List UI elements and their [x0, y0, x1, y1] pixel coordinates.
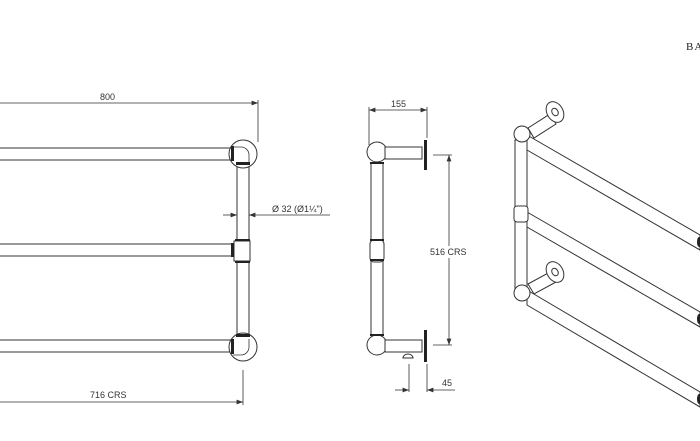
iso-bottom-rail: [526, 289, 700, 408]
front-view: 800 Ø 32 (Ø1¼") 716 CRS: [0, 92, 330, 405]
top-rail: [0, 147, 233, 161]
iso-top-elbow: [513, 125, 531, 143]
height-dimension: 516 CRS: [430, 247, 467, 257]
bottom-rail: [0, 339, 233, 353]
centres-dimension: 716 CRS: [90, 390, 127, 400]
side-view: 155 516 CRS 45: [366, 99, 472, 393]
iso-top-rail: [526, 134, 700, 251]
middle-rail: [0, 243, 233, 257]
diameter-dimension: Ø 32 (Ø1¼"): [272, 204, 323, 214]
bottom-wall-flange: [228, 332, 258, 362]
side-tee: [369, 239, 385, 263]
iso-bottom-elbow: [513, 284, 531, 302]
offset-dimension: 45: [442, 378, 452, 388]
depth-dimension: 155: [391, 99, 406, 109]
side-top-flange: [424, 140, 427, 170]
top-elbow: [233, 146, 250, 163]
side-bottom-elbow: [366, 334, 388, 356]
iso-tee: [513, 205, 529, 223]
width-dimension: 800: [100, 92, 115, 102]
isometric-view: [513, 101, 700, 408]
brand-logo-text: BA: [686, 41, 700, 53]
side-bottom-arm: [384, 339, 423, 353]
side-top-arm: [384, 146, 423, 160]
bottom-elbow: [233, 339, 250, 356]
tee-fitting: [233, 240, 251, 262]
side-top-elbow: [366, 141, 388, 163]
side-bottom-flange: [424, 330, 427, 362]
